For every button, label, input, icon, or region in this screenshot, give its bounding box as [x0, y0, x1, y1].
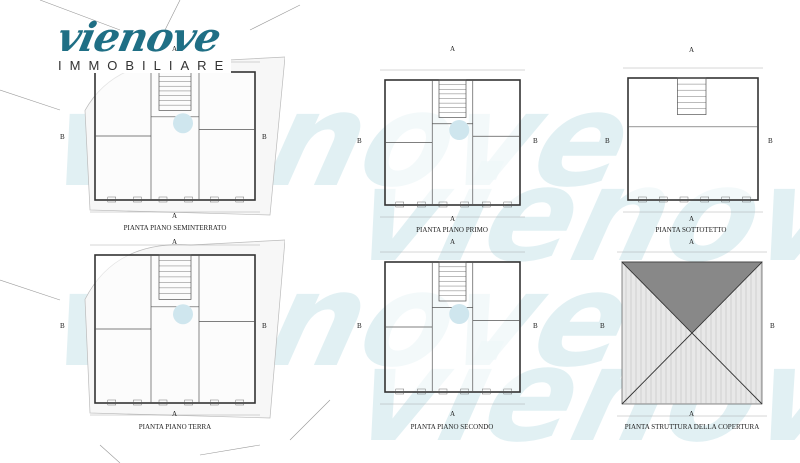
- section-marker-a: A: [172, 238, 178, 246]
- section-marker-b: B: [357, 137, 362, 145]
- section-marker-a: A: [689, 410, 695, 418]
- section-marker-a: A: [450, 45, 456, 53]
- plan-drawing: [623, 67, 763, 213]
- section-marker-a: A: [689, 238, 695, 246]
- section-marker-b: B: [533, 137, 538, 145]
- logo-subtitle: IMMOBILIARE: [58, 58, 232, 73]
- plan-title: PIANTA PIANO PRIMO: [416, 226, 488, 234]
- plan-drawing: [617, 251, 767, 417]
- section-marker-b: B: [533, 322, 538, 330]
- section-marker-b: B: [60, 133, 65, 141]
- plan-title: PIANTA PIANO SECONDO: [410, 423, 494, 431]
- section-marker-a: A: [450, 410, 456, 418]
- section-marker-b: B: [60, 322, 65, 330]
- plan-title: PIANTA PIANO SEMINTERRATO: [123, 224, 227, 232]
- plan-drawing: [84, 56, 285, 216]
- section-marker-a: A: [172, 212, 178, 220]
- section-marker-a: A: [450, 238, 456, 246]
- plan-title: PIANTA STRUTTURA DELLA COPERTURA: [624, 423, 760, 431]
- plan-drawing: [380, 251, 525, 405]
- section-marker-a: A: [450, 215, 456, 223]
- section-marker-a: A: [172, 45, 178, 53]
- plan-title: PIANTA PIANO TERRA: [138, 423, 212, 431]
- vienove-logo: vienove IMMOBILIARE: [53, 14, 253, 75]
- plan-drawing: [380, 69, 525, 218]
- plan-title: PIANTA SOTTOTETTO: [655, 226, 727, 234]
- plan-drawing: [84, 239, 285, 419]
- section-marker-b: B: [262, 322, 267, 330]
- section-marker-a: A: [689, 215, 695, 223]
- section-marker-a: A: [689, 46, 695, 54]
- section-marker-b: B: [600, 322, 605, 330]
- section-marker-b: B: [357, 322, 362, 330]
- section-marker-b: B: [262, 133, 267, 141]
- section-marker-a: A: [172, 410, 178, 418]
- logo-word: vienove: [53, 14, 225, 61]
- section-marker-b: B: [770, 322, 775, 330]
- section-marker-b: B: [605, 137, 610, 145]
- section-marker-b: B: [768, 137, 773, 145]
